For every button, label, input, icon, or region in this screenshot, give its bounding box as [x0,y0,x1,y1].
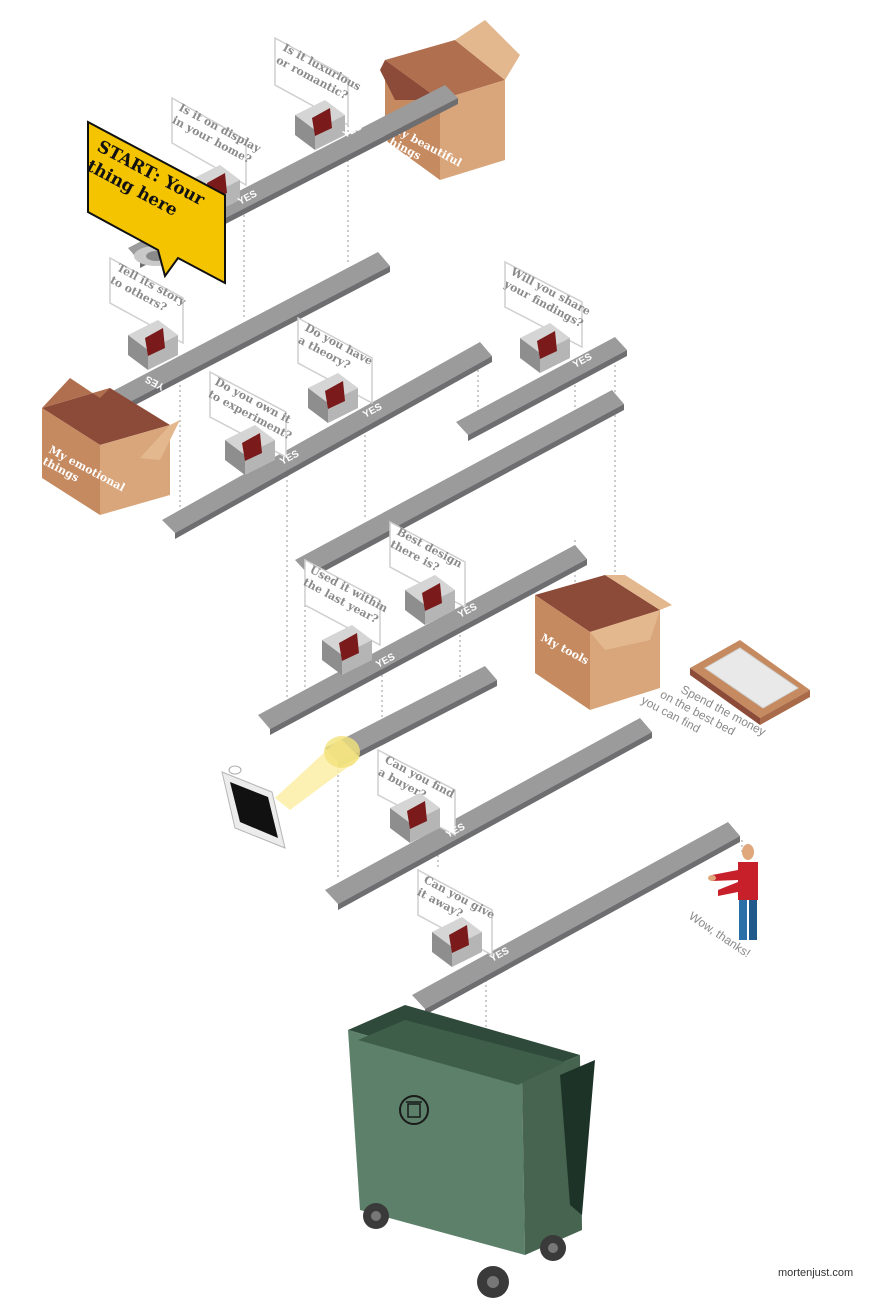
box-tools: My tools [535,575,672,710]
question-find-buyer: Can you find a buyer? YES [376,748,467,843]
trash-bin [348,1005,595,1298]
conveyor-belt-3 [162,342,492,539]
question-own-experiment: Do you own it to experiment? YES [206,370,301,475]
question-luxurious: Is it luxurious or romantic? YES [274,36,364,150]
question-used-last-year: Used it within the last year? YES [301,558,397,675]
conveyor-belt-7 [325,666,497,768]
conveyor-belt-9 [412,822,740,1015]
tv-screen [221,765,286,849]
conveyor-belt-8 [325,718,652,910]
conveyor-belt-5 [295,390,624,580]
question-share-findings: Will you share your findings? YES [501,260,594,373]
projector-light [275,736,360,810]
box-beautiful-things: My beautiful things [380,20,520,180]
conveyor-belt-4 [456,337,627,441]
person-figure [708,844,758,940]
bed [690,640,810,725]
question-theory: Do you have a theory? YES [296,316,384,423]
question-best-design: Best design there is? YES [388,520,479,625]
question-give-away: Can you give it away? YES [415,868,511,967]
conveyor-belt-2 [105,252,390,414]
box-emotional-things: My emotional things [40,378,180,515]
site-credit: mortenjust.com [778,1267,853,1279]
conveyor-belt-6 [258,545,587,735]
question-tell-story: Tell its story to others? YES [108,256,189,392]
